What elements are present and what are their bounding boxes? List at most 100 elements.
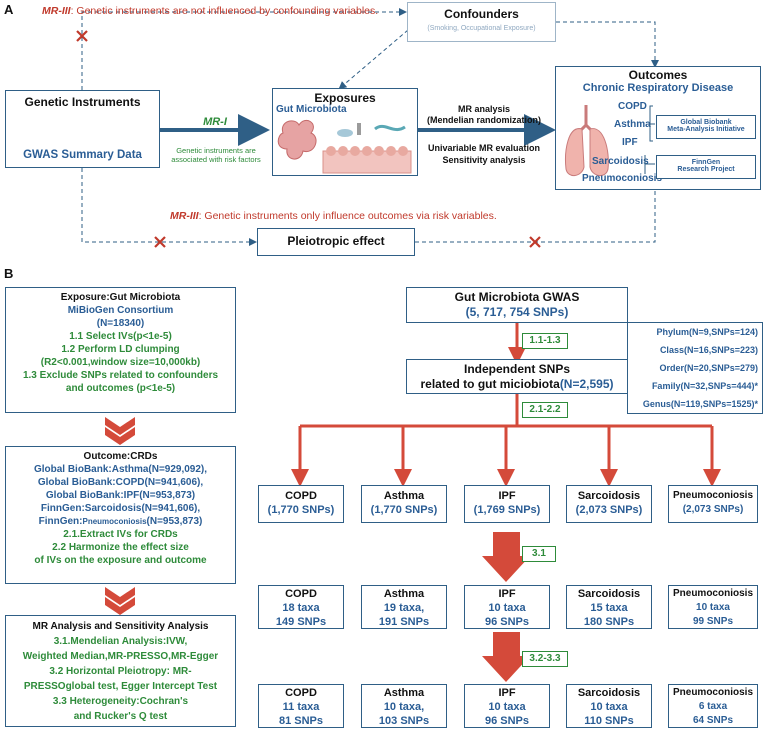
confounder-outcome-path bbox=[556, 21, 659, 68]
genetic-instruments-box: Genetic Instruments GWAS Summary Data bbox=[5, 90, 160, 168]
source2-line1: FinnGen bbox=[691, 159, 721, 166]
row1-sarcoidosis: Sarcoidosis(2,073 SNPs) bbox=[566, 485, 652, 523]
row1-asthma-v1: (1,770 SNPs) bbox=[370, 504, 438, 516]
step-1-1-to-1-3: 1.1-1.3 bbox=[522, 333, 568, 349]
row2-ipf-name: IPF bbox=[498, 588, 516, 600]
independent-n: (N=2,595) bbox=[559, 377, 614, 391]
lungs-icon bbox=[565, 105, 609, 176]
row3-asthma-name: Asthma bbox=[383, 687, 425, 699]
analysis-line-4: PRESSOglobal test, Egger Intercept Test bbox=[23, 681, 218, 692]
finngen-source: FinnGen Research Project bbox=[656, 155, 756, 179]
row3-pneumoconiosis-name: Pneumoconiosis bbox=[672, 687, 753, 698]
row3-sarcoidosis-name: Sarcoidosis bbox=[577, 687, 641, 699]
mr-analysis-line1: MR analysis bbox=[457, 104, 511, 114]
mr3-bottom-statement: MR-III: Genetic instruments only influen… bbox=[170, 210, 497, 222]
exposures-box: Exposures Gut Microbiota bbox=[272, 88, 418, 176]
big-arrow-1 bbox=[482, 532, 530, 582]
mr3-top-sep: : bbox=[70, 5, 77, 17]
row3-pneumoconiosis-v1: 6 taxa bbox=[698, 701, 728, 712]
genetic-title: Genetic Instruments bbox=[24, 95, 141, 109]
exposure-step-3: (R2<0.001,window size=10,000kb) bbox=[40, 357, 201, 368]
row2-pneumoconiosis-name: Pneumoconiosis bbox=[672, 588, 753, 599]
exposure-title: Exposure:Gut Microbiota bbox=[60, 292, 181, 303]
mr3-top-path bbox=[81, 8, 407, 90]
row2-sarcoidosis-v1: 15 taxa bbox=[590, 602, 628, 614]
mr1-text: Genetic instruments are associated with … bbox=[171, 146, 261, 164]
mr3-top-statement: MR-III: Genetic instruments are not infl… bbox=[42, 5, 378, 17]
exposures-title: Exposures bbox=[314, 91, 376, 105]
row1-pneumoconiosis-name: Pneumoconiosis bbox=[672, 490, 753, 501]
analysis-line-2: Weighted Median,MR-PRESSO,MR-Egger bbox=[22, 651, 219, 662]
outcome-line-5a: FinnGen: bbox=[38, 516, 83, 527]
independent-line2: related to gut miciobiota bbox=[420, 377, 560, 391]
global-biobank-source: Global Biobank Meta-Analysis Initiative bbox=[656, 115, 756, 139]
outcome-line-5: FinnGen:Pneumoconiosis(N=953,873) bbox=[6, 515, 235, 528]
genetic-sub: GWAS Summary Data bbox=[23, 149, 142, 161]
mr3-top-text: Genetic instruments are not influenced b… bbox=[76, 5, 379, 17]
outcome-step-2: 2.2 Harmonize the effect size bbox=[52, 542, 189, 553]
row3-copd-v2: 81 SNPs bbox=[278, 715, 324, 727]
outcome-title: Outcome:CRDs bbox=[83, 451, 158, 462]
row1-asthma: Asthma(1,770 SNPs) bbox=[361, 485, 447, 523]
exposure-step-1: 1.1 Select IVs(p<1e-5) bbox=[69, 331, 172, 342]
row2-pneumoconiosis-v1: 10 taxa bbox=[696, 602, 730, 613]
flow-tree bbox=[291, 323, 721, 487]
step-3-1: 3.1 bbox=[522, 546, 556, 562]
analysis-line-1: 3.1.Mendelian Analysis:IVW, bbox=[53, 636, 188, 647]
row1-copd-name: COPD bbox=[285, 490, 317, 502]
disease-asthma: Asthma bbox=[614, 119, 651, 130]
outcome-line-1: Global BioBank:Asthma(N=929,092), bbox=[33, 464, 208, 475]
pleiotropic-box: Pleiotropic effect bbox=[257, 228, 415, 256]
outcome-line-5c: (N=953,873) bbox=[146, 516, 203, 527]
confounders-title: Confounders bbox=[444, 7, 519, 21]
exposure-step-2: 1.2 Perform LD clumping bbox=[61, 344, 180, 355]
row3-asthma-v2: 103 SNPs bbox=[378, 715, 430, 727]
outcomes-box: Outcomes Chronic Respiratory Disease COP… bbox=[555, 66, 761, 190]
row1-pneumoconiosis: Pneumoconiosis(2,073 SNPs) bbox=[668, 485, 758, 523]
row2-copd-v1: 18 taxa bbox=[282, 602, 320, 614]
outcome-method-box: Outcome:CRDs Global BioBank:Asthma(N=929… bbox=[5, 446, 236, 584]
mr-analysis-line4: Sensitivity analysis bbox=[442, 155, 526, 165]
step-3-2-to-3-3: 3.2-3.3 bbox=[522, 651, 568, 667]
independent-snps-box: Independent SNPs related to gut miciobio… bbox=[406, 359, 628, 394]
row2-asthma-v2: 191 SNPs bbox=[378, 616, 430, 628]
row1-ipf-v1: (1,769 SNPs) bbox=[473, 504, 541, 516]
taxa-order: Order(N=20,SNPs=279) bbox=[659, 363, 758, 373]
source2-line2: Research Project bbox=[677, 166, 735, 173]
row3-sarcoidosis-v1: 10 taxa bbox=[590, 701, 628, 713]
taxa-phylum: Phylum(N=9,SNPs=124) bbox=[656, 327, 758, 337]
row2-copd-v2: 149 SNPs bbox=[275, 616, 327, 628]
gwas-sub: (5, 717, 754 SNPs) bbox=[465, 305, 569, 319]
panel-b-label: B bbox=[4, 266, 14, 281]
big-arrow-2 bbox=[482, 632, 530, 682]
disease-copd: COPD bbox=[618, 101, 647, 112]
row2-sarcoidosis-v2: 180 SNPs bbox=[583, 616, 635, 628]
outcome-line-2: Global BioBank:COPD(N=941,606), bbox=[37, 477, 204, 488]
confounder-exposure-path bbox=[338, 29, 409, 90]
mr1-tag: MR-I bbox=[203, 116, 227, 128]
step-2-1-to-2-2: 2.1-2.2 bbox=[522, 402, 568, 418]
row1-copd: COPD (1,770 SNPs) bbox=[258, 485, 344, 523]
row1-copd-v1: (1,770 SNPs) bbox=[267, 504, 335, 516]
mr-analysis-methods: Univariable MR evaluation Sensitivity an… bbox=[420, 142, 548, 166]
taxa-genus: Genus(N=119,SNPs=1525)* bbox=[642, 399, 758, 409]
row1-ipf-name: IPF bbox=[498, 490, 516, 502]
row2-ipf-v1: 10 taxa bbox=[488, 602, 526, 614]
outcome-step-3: of IVs on the exposure and outcome bbox=[34, 555, 207, 566]
row2-sarcoidosis-name: Sarcoidosis bbox=[577, 588, 641, 600]
mr3-bottom-text: Genetic instruments only influence outco… bbox=[204, 210, 497, 222]
mr-analysis-line2: (Mendelian randomization) bbox=[426, 115, 541, 125]
row2-sarcoidosis: Sarcoidosis 15 taxa 180 SNPs bbox=[566, 585, 652, 629]
chevrons bbox=[105, 417, 135, 615]
pleiotropic-outcome-path bbox=[415, 178, 659, 243]
mr3-bottom-sep: : bbox=[198, 210, 205, 222]
analysis-line-3: 3.2 Horizontal Pleiotropy: MR- bbox=[49, 666, 192, 677]
row3-copd-name: COPD bbox=[285, 687, 317, 699]
outcome-line-3: Global BioBank:IPF(N=953,873) bbox=[45, 490, 196, 501]
row1-sarcoidosis-v1: (2,073 SNPs) bbox=[575, 504, 643, 516]
